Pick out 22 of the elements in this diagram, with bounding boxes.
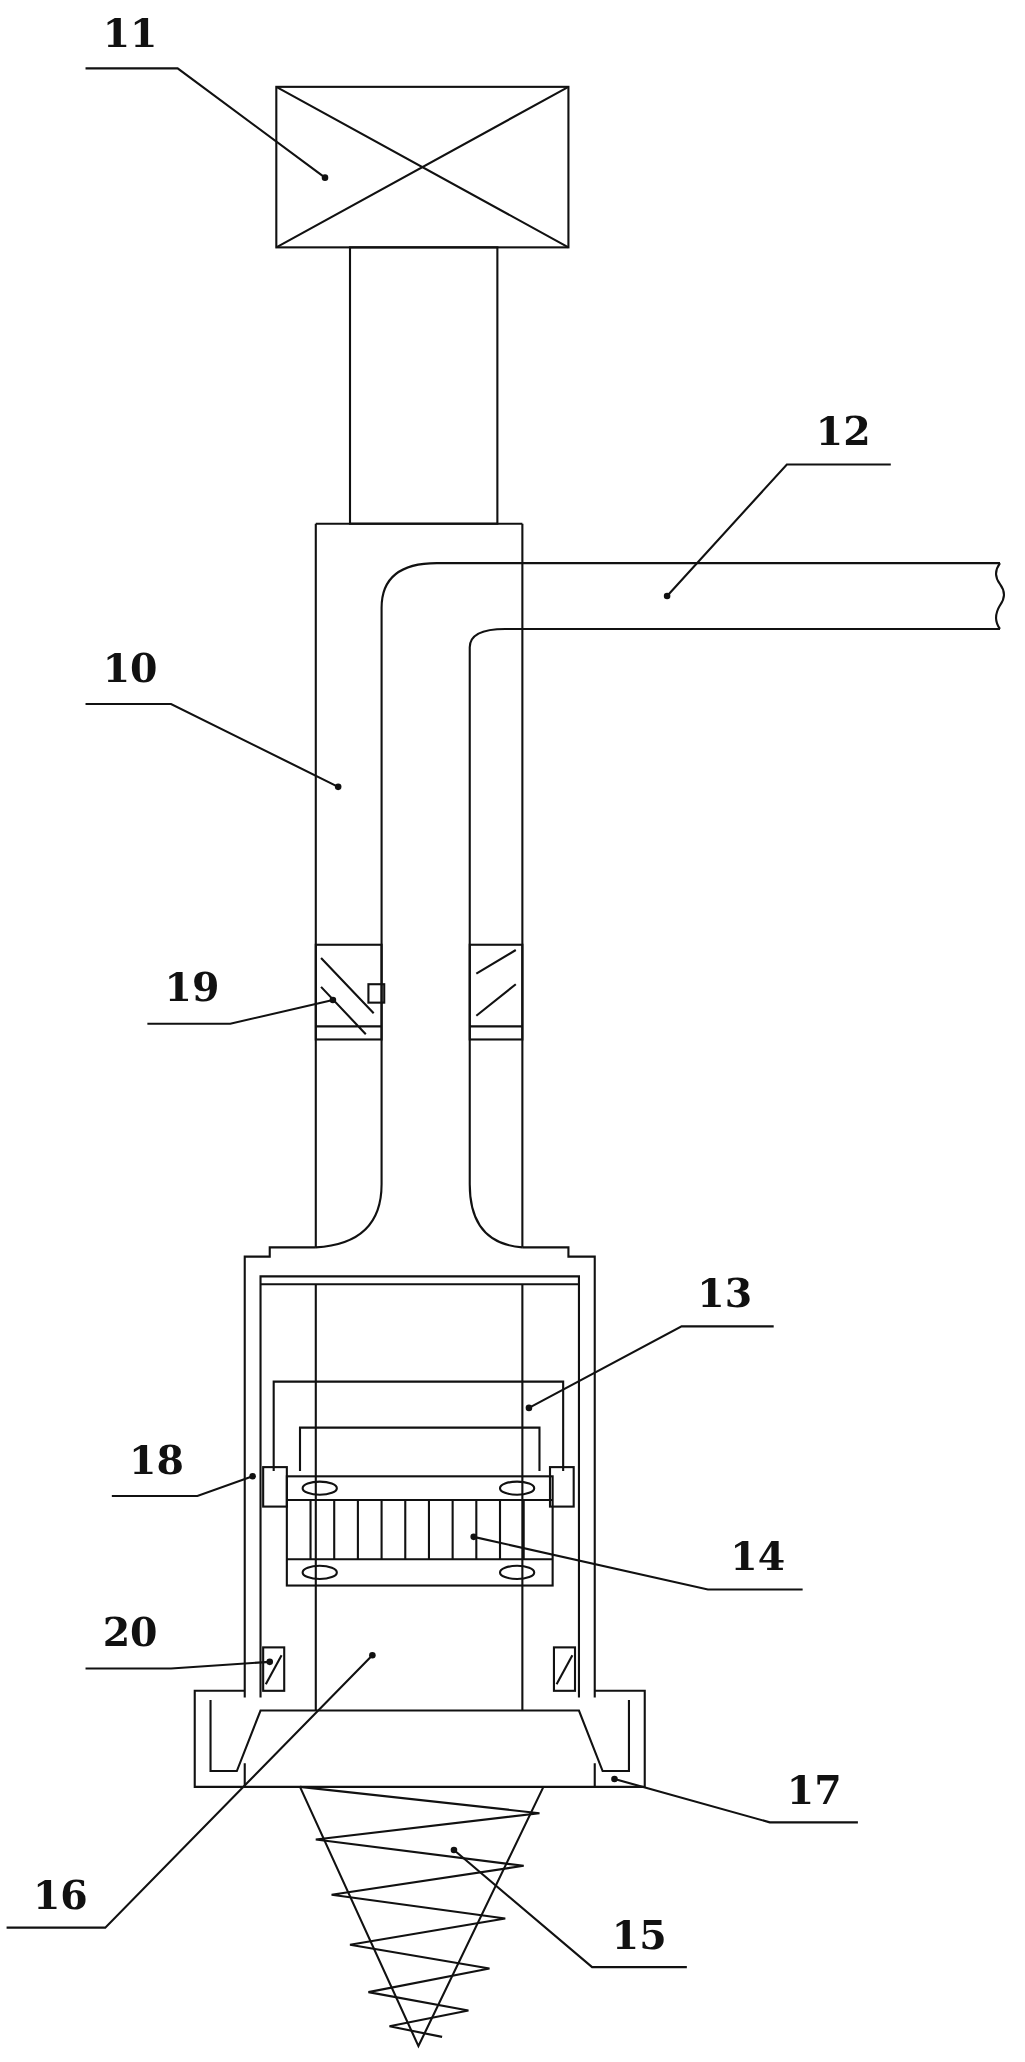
callout-number: 11 (102, 13, 158, 56)
callout-number: 16 (32, 1875, 88, 1918)
callout-number: 17 (786, 1769, 842, 1812)
callout-number: 13 (697, 1272, 753, 1315)
callout-number: 19 (164, 967, 220, 1010)
callout-number: 18 (128, 1439, 184, 1482)
callout-number: 10 (102, 647, 158, 690)
callout-number: 12 (815, 410, 871, 453)
leader-line (450, 1846, 687, 1969)
leader-line (525, 1325, 774, 1412)
leader-line (470, 1533, 803, 1591)
leader-line (85, 702, 342, 791)
callout-number: 14 (730, 1535, 786, 1578)
leader-line (663, 463, 891, 600)
leader-line (111, 1473, 256, 1498)
leader-line (611, 1775, 858, 1824)
leader-line (85, 67, 329, 181)
leader-line (6, 1652, 376, 1929)
leader-line (147, 996, 337, 1025)
leader-line (85, 1658, 274, 1670)
callout-number: 15 (611, 1914, 667, 1957)
callout-number: 20 (102, 1611, 158, 1654)
